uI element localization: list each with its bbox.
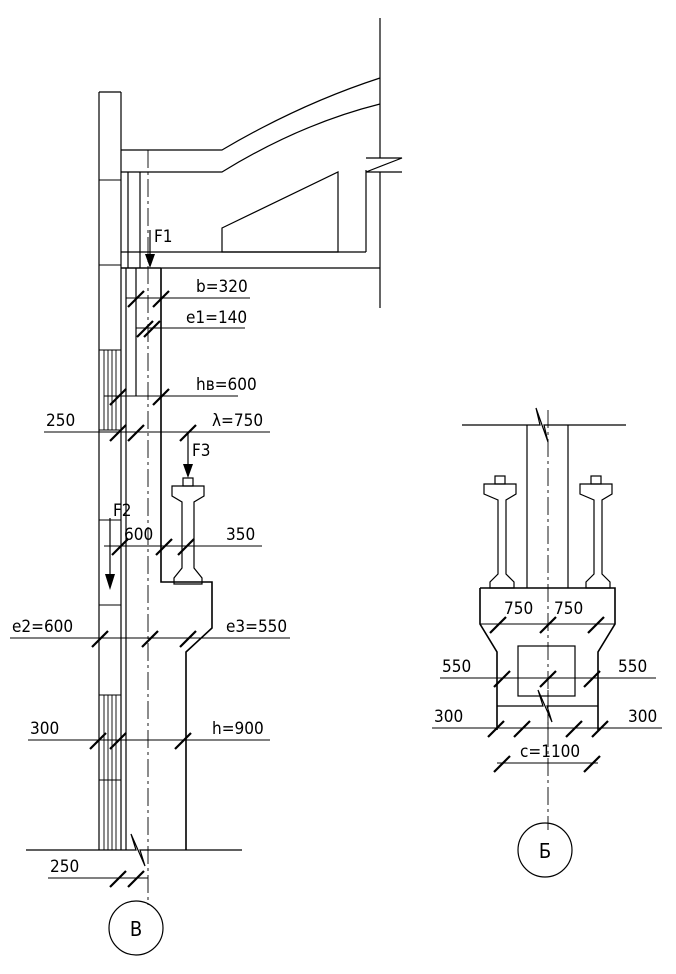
mid-break-line xyxy=(497,689,598,723)
ground-line xyxy=(26,833,242,867)
dim-left-300: 300 xyxy=(434,707,463,727)
axis-bubble-v: В xyxy=(108,900,164,956)
load-f3: F3 xyxy=(183,432,211,478)
dim-b: b=320 xyxy=(196,277,248,297)
load-f1: F1 xyxy=(145,227,173,268)
dim-300: 300 xyxy=(30,719,59,739)
f1-label: F1 xyxy=(154,227,173,247)
top-break-line xyxy=(462,407,626,443)
dim-right-300: 300 xyxy=(628,707,657,727)
crane-beam-left xyxy=(483,483,517,589)
load-f2: F2 xyxy=(105,501,132,590)
dimension-lines: b=320 e1=140 hв=600 250 λ=750 600 350 xyxy=(10,277,290,888)
dim-left-750: 750 xyxy=(504,599,533,619)
dim-350: 350 xyxy=(226,525,255,545)
wall-strip xyxy=(98,91,122,850)
f2-label: F2 xyxy=(113,501,132,521)
dim-bottom-250: 250 xyxy=(50,857,79,877)
dim-c: c=1100 xyxy=(520,742,580,762)
dim-right-550: 550 xyxy=(618,657,647,677)
axis-bubble-b: Б xyxy=(517,822,573,878)
dim-e2: e2=600 xyxy=(12,617,73,637)
axis-label-v: В xyxy=(130,917,142,941)
crane-beam-right xyxy=(579,483,613,589)
dim-lambda: λ=750 xyxy=(212,411,263,431)
axis-label-b: Б xyxy=(539,839,551,863)
dim-600: 600 xyxy=(124,525,153,545)
left-elevation: F1 F3 F2 b=320 e1=140 xyxy=(10,18,403,956)
dim-left-550: 550 xyxy=(442,657,471,677)
dim-h: h=900 xyxy=(212,719,264,739)
column-outline xyxy=(121,267,213,850)
roof-truss xyxy=(121,18,403,308)
dim-hv: hв=600 xyxy=(196,375,257,395)
f3-label: F3 xyxy=(192,441,211,461)
dim-e1: e1=140 xyxy=(186,308,247,328)
section-dimension-lines: 750 750 550 550 300 300 c=1100 xyxy=(432,599,662,773)
dim-right-750: 750 xyxy=(554,599,583,619)
dim-left-250: 250 xyxy=(46,411,75,431)
dim-e3: e3=550 xyxy=(226,617,287,637)
right-section: 750 750 550 550 300 300 c=1100 xyxy=(432,407,662,878)
crane-beam xyxy=(171,485,205,585)
